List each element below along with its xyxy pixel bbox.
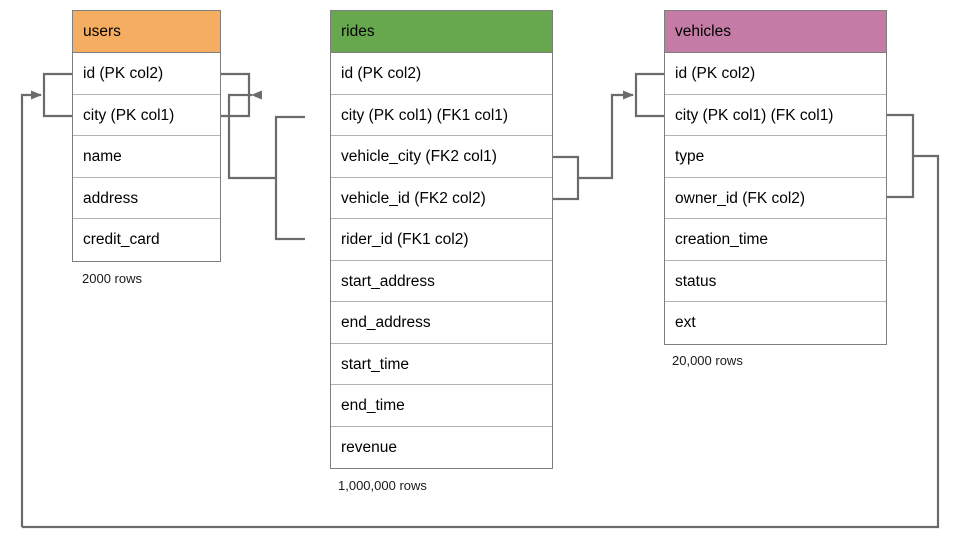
field-rides-vehicle-id[interactable]: vehicle_id (FK2 col2) bbox=[331, 177, 552, 219]
connector-vehicles-to-users bbox=[20, 72, 72, 527]
field-rides-end-address[interactable]: end_address bbox=[331, 302, 552, 344]
entity-rides[interactable]: rides id (PK col2) city (PK col1) (FK1 c… bbox=[330, 10, 553, 469]
field-vehicles-ext[interactable]: ext bbox=[665, 302, 886, 344]
entity-vehicles[interactable]: vehicles id (PK col2) city (PK col1) (FK… bbox=[664, 10, 887, 345]
field-users-name[interactable]: name bbox=[73, 136, 220, 178]
field-users-address[interactable]: address bbox=[73, 177, 220, 219]
field-rides-start-time[interactable]: start_time bbox=[331, 343, 552, 385]
field-vehicles-owner-id[interactable]: owner_id (FK col2) bbox=[665, 177, 886, 219]
field-rides-city[interactable]: city (PK col1) (FK1 col1) bbox=[331, 94, 552, 136]
connector-rides-to-users bbox=[221, 72, 305, 241]
field-rides-rider-id[interactable]: rider_id (FK1 col2) bbox=[331, 219, 552, 261]
field-users-id[interactable]: id (PK col2) bbox=[73, 53, 220, 95]
entity-vehicles-title: vehicles bbox=[665, 11, 886, 53]
field-rides-vehicle-city[interactable]: vehicle_city (FK2 col1) bbox=[331, 136, 552, 178]
row-count-users: 2000 rows bbox=[82, 271, 142, 286]
field-rides-id[interactable]: id (PK col2) bbox=[331, 53, 552, 95]
entity-users-title: users bbox=[73, 11, 220, 53]
field-users-credit-card[interactable]: credit_card bbox=[73, 219, 220, 261]
field-vehicles-type[interactable]: type bbox=[665, 136, 886, 178]
field-vehicles-city[interactable]: city (PK col1) (FK col1) bbox=[665, 94, 886, 136]
field-rides-revenue[interactable]: revenue bbox=[331, 426, 552, 468]
field-vehicles-creation-time[interactable]: creation_time bbox=[665, 219, 886, 261]
field-rides-end-time[interactable]: end_time bbox=[331, 385, 552, 427]
row-count-vehicles: 20,000 rows bbox=[672, 353, 743, 368]
entity-users[interactable]: users id (PK col2) city (PK col1) name a… bbox=[72, 10, 221, 262]
field-vehicles-status[interactable]: status bbox=[665, 260, 886, 302]
field-vehicles-id[interactable]: id (PK col2) bbox=[665, 53, 886, 95]
connector-rides-to-vehicles bbox=[553, 72, 664, 201]
field-rides-start-address[interactable]: start_address bbox=[331, 260, 552, 302]
field-users-city[interactable]: city (PK col1) bbox=[73, 94, 220, 136]
entity-rides-title: rides bbox=[331, 11, 552, 53]
row-count-rides: 1,000,000 rows bbox=[338, 478, 427, 493]
